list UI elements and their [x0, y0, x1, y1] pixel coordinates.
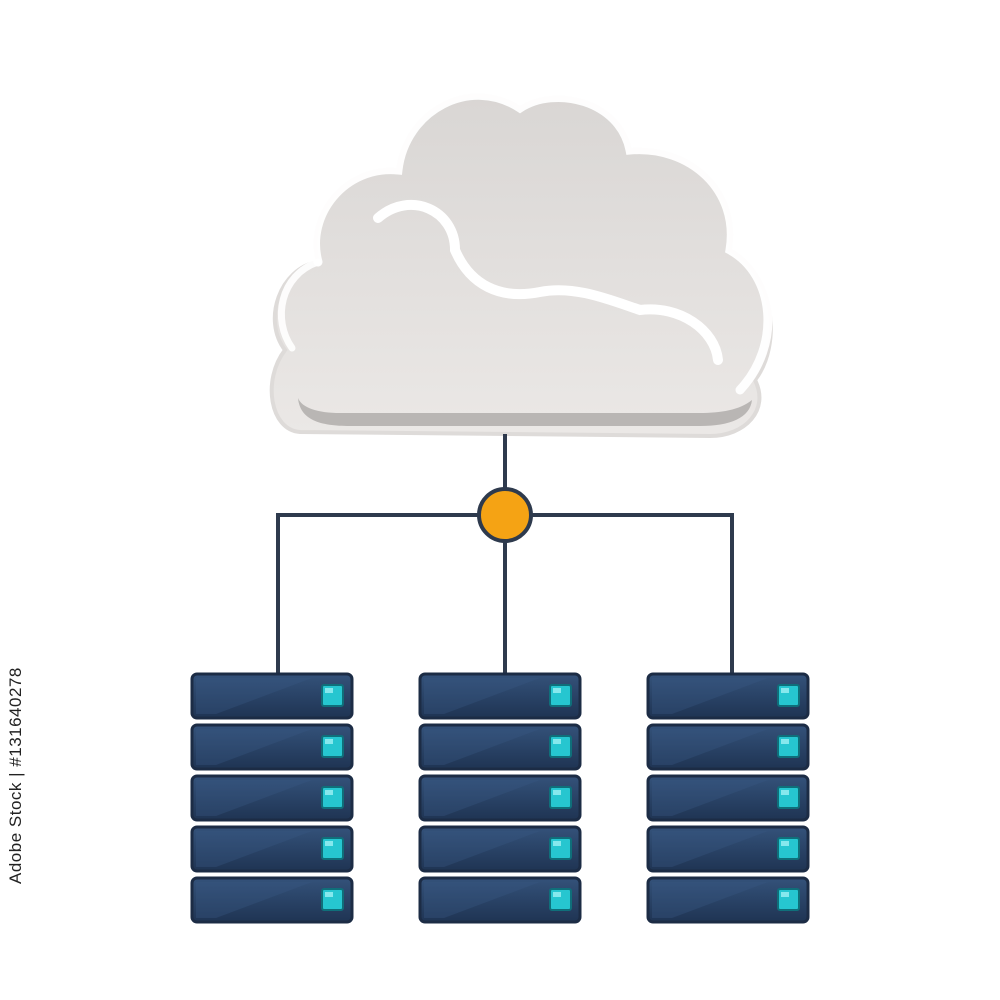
status-led-glint	[781, 688, 789, 693]
server-unit-sheen	[424, 882, 540, 918]
server-unit-sheen	[652, 780, 768, 816]
status-led-glint	[781, 790, 789, 795]
server-unit	[190, 876, 354, 924]
stock-id-watermark: Adobe Stock | #131640278	[6, 667, 26, 884]
server-unit-body	[646, 774, 810, 822]
server-unit-body	[646, 876, 810, 924]
server-unit	[418, 876, 582, 924]
server-unit-sheen	[424, 780, 540, 816]
status-led-glint	[553, 892, 561, 897]
server-unit-body	[190, 672, 354, 720]
server-unit-body	[190, 825, 354, 873]
server-unit	[646, 723, 810, 771]
network-hub-icon	[477, 487, 533, 543]
server-unit	[190, 723, 354, 771]
server-unit-sheen	[196, 882, 312, 918]
status-led-glint	[553, 790, 561, 795]
server-unit	[646, 825, 810, 873]
server-unit-body	[418, 672, 582, 720]
cloud-highlight-left	[277, 258, 322, 352]
status-led-glint	[553, 841, 561, 846]
server-rack-center	[418, 672, 582, 924]
stock-brand: Adobe Stock	[6, 782, 25, 884]
server-unit-body	[190, 774, 354, 822]
server-unit-body	[646, 825, 810, 873]
status-led-glint	[325, 841, 333, 846]
server-unit	[418, 825, 582, 873]
server-unit-body	[418, 825, 582, 873]
server-unit	[418, 723, 582, 771]
stock-id: 131640278	[6, 667, 25, 757]
server-unit-sheen	[652, 882, 768, 918]
stock-separator: | #	[6, 756, 25, 777]
cloud-bottom-shadow	[298, 398, 752, 426]
server-unit	[646, 672, 810, 720]
server-unit-sheen	[652, 831, 768, 867]
status-led-glint	[781, 892, 789, 897]
server-unit-body	[418, 774, 582, 822]
status-led-glint	[325, 790, 333, 795]
server-unit-body	[646, 672, 810, 720]
status-led-glint	[781, 739, 789, 744]
server-unit	[646, 774, 810, 822]
server-racks	[190, 672, 810, 924]
cloud-highlight	[311, 90, 773, 395]
server-unit-sheen	[196, 831, 312, 867]
server-unit	[646, 876, 810, 924]
status-led-glint	[325, 739, 333, 744]
server-unit-body	[190, 876, 354, 924]
cloud-outline	[269, 93, 773, 439]
server-unit-body	[646, 723, 810, 771]
server-unit-sheen	[196, 678, 312, 714]
server-unit	[418, 774, 582, 822]
server-unit-body	[418, 723, 582, 771]
server-unit-sheen	[424, 678, 540, 714]
server-unit-sheen	[424, 729, 540, 765]
connector-lines	[276, 434, 734, 676]
server-unit	[418, 672, 582, 720]
server-rack-right	[646, 672, 810, 924]
status-led-glint	[553, 688, 561, 693]
cloud-inner-swirl	[373, 199, 723, 365]
status-led-glint	[325, 688, 333, 693]
server-unit-sheen	[424, 831, 540, 867]
server-unit	[190, 825, 354, 873]
status-led-glint	[325, 892, 333, 897]
server-unit	[190, 774, 354, 822]
server-unit-body	[190, 723, 354, 771]
server-unit	[190, 672, 354, 720]
server-unit-sheen	[196, 780, 312, 816]
server-unit-body	[418, 876, 582, 924]
status-led-glint	[781, 841, 789, 846]
server-unit-sheen	[196, 729, 312, 765]
cloud-icon	[269, 90, 773, 439]
server-unit-sheen	[652, 729, 768, 765]
server-rack-left	[190, 672, 354, 924]
server-unit-sheen	[652, 678, 768, 714]
status-led-glint	[553, 739, 561, 744]
